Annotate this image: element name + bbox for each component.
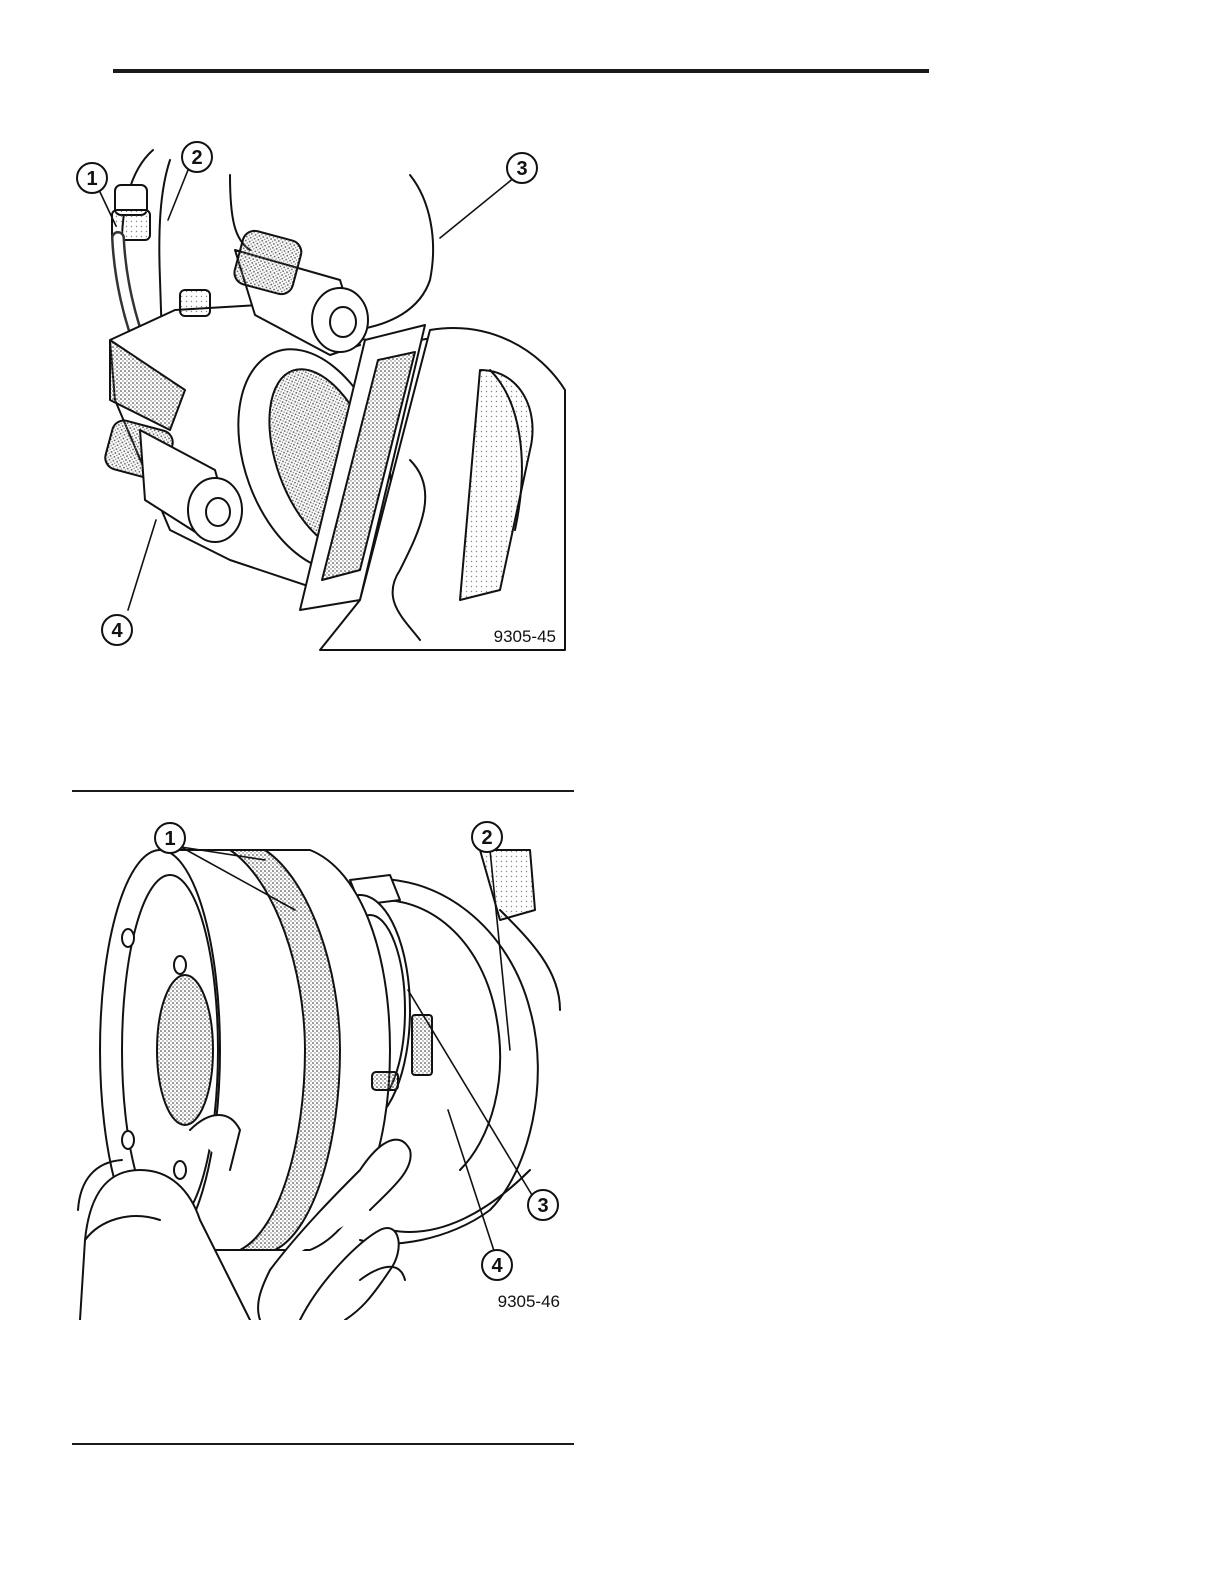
callout-4-number: 4: [491, 1255, 503, 1277]
drum-illustration: 1 2 3 4 9305-46: [60, 810, 580, 1320]
callout-1: 1: [77, 163, 107, 193]
callout-4-number: 4: [111, 620, 123, 642]
callout-4: 4: [102, 615, 132, 645]
callout-3: 3: [528, 1190, 558, 1220]
callout-2-number: 2: [481, 827, 492, 849]
figure-separator: [72, 790, 574, 792]
figure-code: 9305-46: [498, 1292, 560, 1311]
callout-3-number: 3: [516, 158, 527, 180]
callout-1-number: 1: [164, 828, 175, 850]
callout-2-number: 2: [191, 147, 202, 169]
callout-3: 3: [507, 153, 537, 183]
page-header-rule: [113, 69, 929, 73]
callout-1-number: 1: [86, 168, 97, 190]
callout-2: 2: [182, 142, 212, 172]
caliper-drawing: 1 2 3 4 9305-45: [60, 130, 580, 660]
drum-drawing: 1 2 3 4 9305-46: [60, 810, 580, 1320]
caliper-illustration: 1 2 3 4 9305-45: [60, 130, 580, 660]
callout-3-number: 3: [537, 1195, 548, 1217]
figure-separator: [72, 1443, 574, 1445]
figure-code: 9305-45: [494, 627, 556, 646]
callout-4: 4: [482, 1250, 512, 1280]
callout-2: 2: [472, 822, 502, 852]
callout-1: 1: [155, 823, 185, 853]
